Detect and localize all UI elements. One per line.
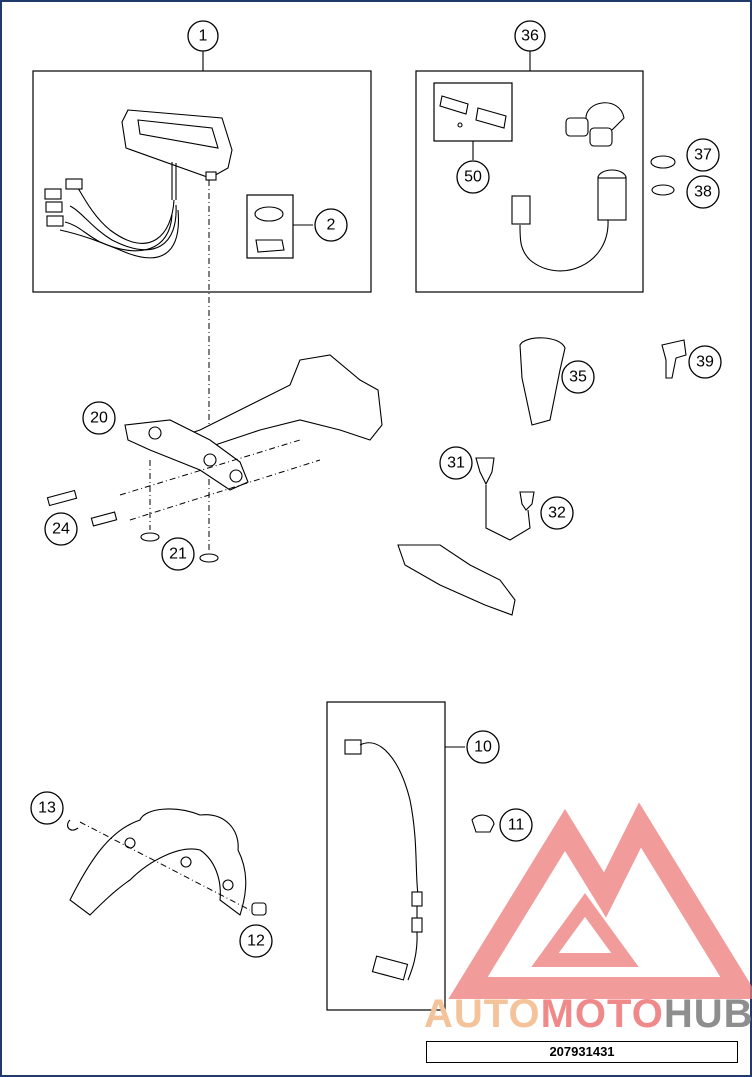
rivet: [475, 457, 495, 486]
callout-10[interactable]: 10: [466, 730, 500, 764]
connector-d: [46, 215, 64, 227]
screw-1: [140, 532, 160, 542]
switch-connector: [511, 195, 531, 225]
document-id: 207931431: [426, 1041, 738, 1063]
svg-text:37: 37: [694, 147, 712, 164]
svg-text:32: 32: [548, 505, 566, 522]
callout-50[interactable]: 50: [456, 160, 490, 194]
watermark-moto: MOTO: [540, 992, 664, 1036]
callout-39[interactable]: 39: [688, 345, 722, 379]
key-2: [589, 127, 613, 147]
bolt-1: [46, 489, 78, 507]
plug: [519, 491, 535, 511]
grommet: [255, 239, 285, 253]
box-1: [32, 70, 372, 293]
callout-24[interactable]: 24: [44, 512, 78, 546]
bolt-2: [90, 511, 118, 527]
callout-37[interactable]: 37: [686, 138, 720, 172]
callout-1[interactable]: 1: [187, 20, 219, 52]
callout-36[interactable]: 36: [514, 20, 546, 52]
circlip: [67, 819, 79, 831]
bracket-detail: [397, 544, 516, 616]
callout-12[interactable]: 12: [239, 924, 273, 958]
svg-text:24: 24: [52, 521, 70, 538]
connector-a: [65, 178, 83, 190]
callout-38[interactable]: 38: [686, 175, 720, 209]
disc-rotor: [69, 808, 247, 916]
connector-b: [44, 188, 62, 200]
lock-cylinder: [475, 107, 507, 129]
right-mid-parts: [397, 337, 687, 616]
lock-cover: [519, 337, 566, 426]
svg-text:20: 20: [90, 410, 108, 427]
callout-21[interactable]: 21: [161, 537, 195, 571]
cable-clip: [471, 814, 495, 833]
svg-text:10: 10: [474, 739, 492, 756]
svg-text:38: 38: [694, 184, 712, 201]
svg-text:35: 35: [569, 369, 587, 386]
bracket-assembly: [46, 354, 383, 563]
svg-text:21: 21: [169, 546, 187, 563]
watermark-logo: [448, 802, 752, 999]
watermark-auto: AUTO: [424, 992, 541, 1036]
box-50: [433, 82, 513, 142]
callout-2[interactable]: 2: [314, 208, 348, 242]
svg-text:31: 31: [447, 455, 465, 472]
watermark-hub: HUB: [663, 992, 752, 1036]
nut-ring: [650, 155, 676, 169]
group-10-sensor-cable: [326, 701, 495, 1011]
disc-screw: [251, 902, 267, 916]
callout-32[interactable]: 32: [540, 496, 574, 530]
callout-11[interactable]: 11: [499, 808, 533, 842]
brake-disc: [67, 808, 267, 916]
watermark-text: AUTOMOTOHUB: [424, 992, 752, 1036]
group-36-lock-set: [415, 51, 676, 293]
screw-2: [199, 553, 219, 563]
connector-c: [45, 201, 63, 213]
ignition-switch-body: [597, 177, 627, 221]
washer-ring: [651, 184, 675, 196]
svg-text:11: 11: [508, 817, 525, 834]
svg-text:12: 12: [247, 933, 265, 950]
o-ring: [254, 206, 284, 222]
box-10: [326, 701, 446, 1011]
svg-text:13: 13: [38, 800, 56, 817]
callout-13[interactable]: 13: [30, 791, 64, 825]
svg-text:36: 36: [521, 28, 539, 45]
key-1: [565, 117, 589, 137]
key-blank: [661, 339, 687, 379]
svg-text:1: 1: [199, 28, 208, 45]
callout-35[interactable]: 35: [561, 360, 595, 394]
svg-text:2: 2: [327, 217, 336, 234]
lock-spring: [439, 95, 469, 115]
cable-connector: [344, 739, 362, 755]
svg-text:39: 39: [696, 354, 714, 371]
wheel-sensor: [371, 955, 409, 981]
callout-31[interactable]: 31: [439, 446, 473, 480]
group-1-dashboard: [32, 51, 372, 550]
box-2: [246, 194, 294, 259]
callout-20[interactable]: 20: [82, 401, 116, 435]
svg-text:50: 50: [464, 169, 482, 186]
